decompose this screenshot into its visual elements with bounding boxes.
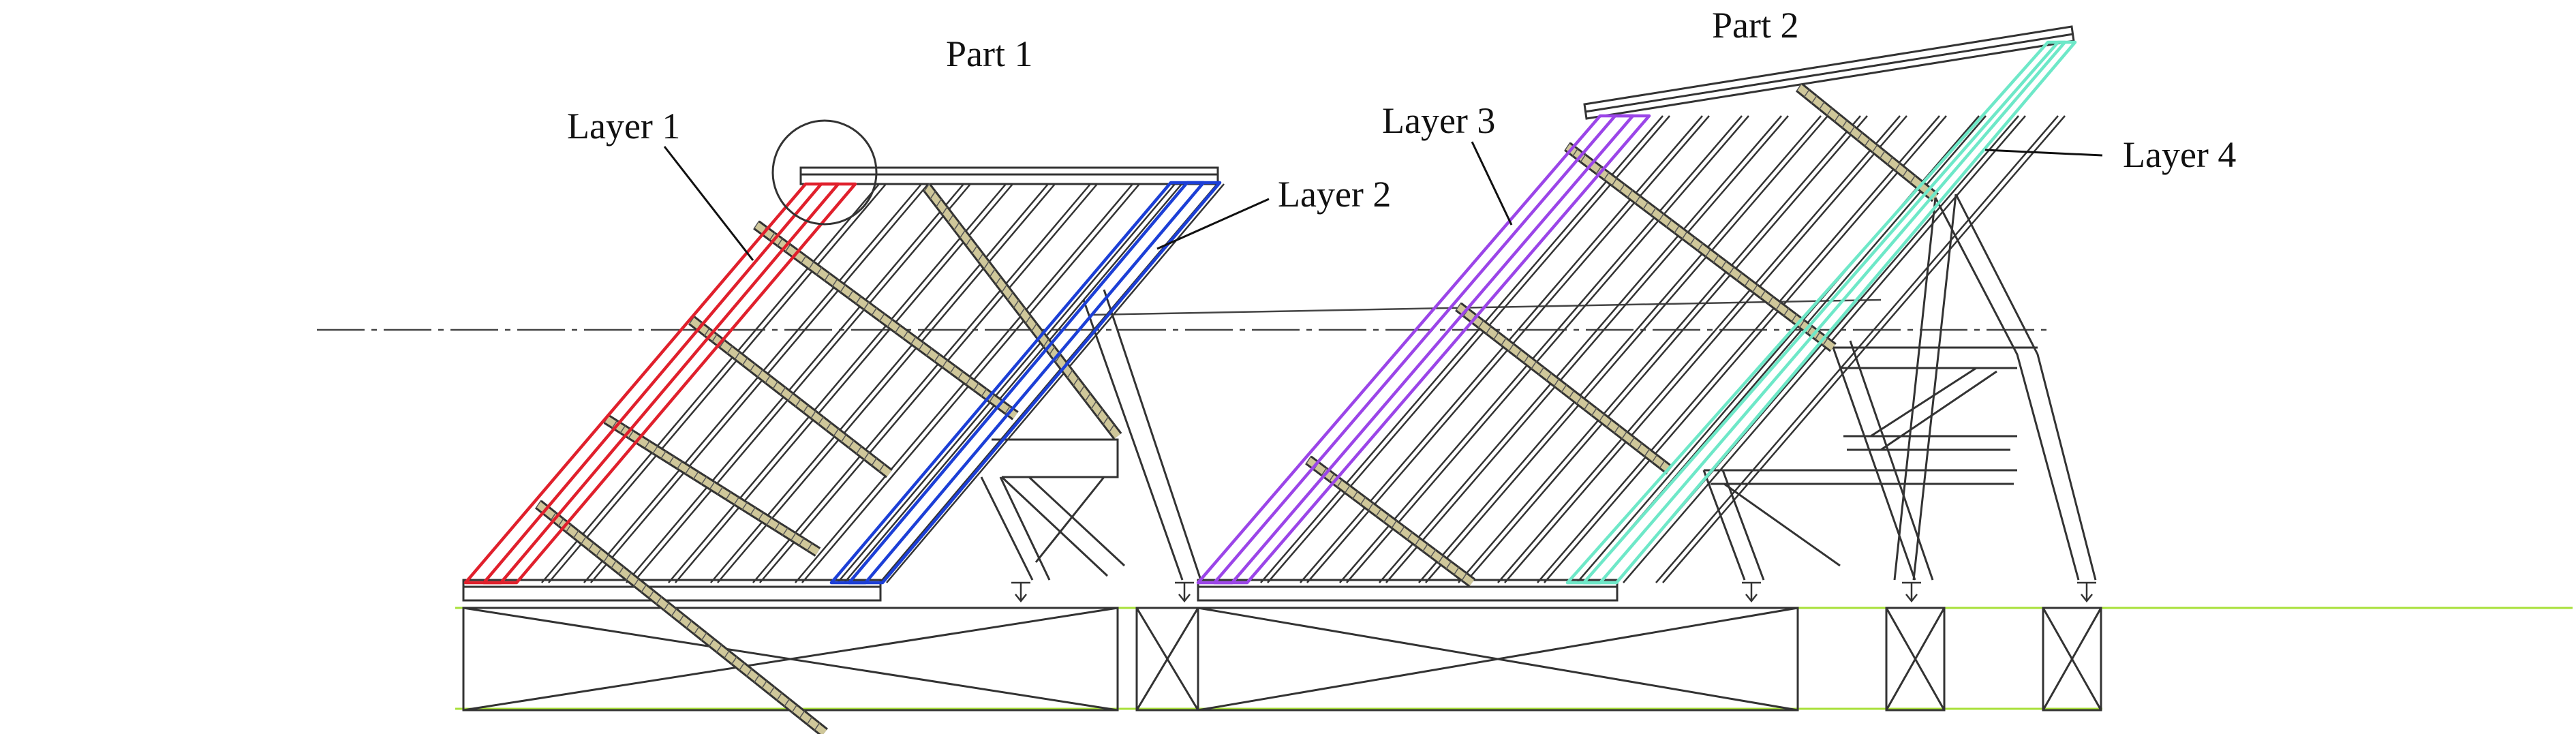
web-member <box>1260 115 1663 583</box>
part-1-label: Part 1 <box>946 33 1033 74</box>
web-member <box>1425 115 1828 583</box>
web-member <box>583 183 922 583</box>
layer-outlines <box>463 40 2077 585</box>
web-member <box>675 183 1013 583</box>
web-member <box>668 183 1007 583</box>
anchor-mark <box>1015 594 1027 603</box>
web-member <box>632 183 971 583</box>
base-plates <box>462 579 1619 602</box>
foundation-block-4 <box>1885 607 1946 712</box>
web-members <box>541 115 2066 583</box>
part-2-label: Part 2 <box>1712 5 1799 46</box>
web-member <box>1623 115 2026 583</box>
web-member <box>1465 115 1868 583</box>
web-member <box>1497 115 1901 583</box>
web-member <box>1655 115 2059 583</box>
anchor-mark <box>1178 594 1191 603</box>
strut <box>535 500 828 734</box>
leader-lines <box>663 141 2103 261</box>
web-member <box>886 183 1225 583</box>
web-member <box>1346 115 1749 583</box>
strut <box>1455 302 1673 475</box>
web-member <box>1504 115 1907 583</box>
top-beams <box>799 25 2075 185</box>
strut <box>688 316 893 478</box>
struts <box>535 82 1939 734</box>
layer-1-label: Layer 1 <box>567 106 681 147</box>
web-member <box>1662 115 2066 583</box>
strut <box>1305 455 1475 587</box>
web-member <box>1537 115 1940 583</box>
strut <box>603 414 821 557</box>
web-member <box>541 183 880 583</box>
anchor-marks <box>1011 581 2096 603</box>
web-member <box>752 183 1091 583</box>
strut <box>1795 82 1939 202</box>
foundation-blocks <box>462 607 2102 712</box>
support-frames-part2 <box>1702 194 2097 581</box>
web-member <box>1339 115 1743 583</box>
layer-4-outline <box>1565 40 2077 585</box>
web-member <box>1458 115 1861 583</box>
layer-3-label: Layer 3 <box>1382 100 1496 141</box>
web-member <box>626 183 964 583</box>
anchor-mark <box>1905 594 1918 603</box>
web-member <box>548 183 887 583</box>
anchor-mark <box>2081 594 2093 603</box>
foundation-block-3 <box>1197 607 1799 712</box>
layer-3-outline <box>1196 114 1651 585</box>
web-member <box>1418 115 1822 583</box>
web-member <box>1544 115 1947 583</box>
web-member <box>759 183 1098 583</box>
layer-2-label: Layer 2 <box>1278 174 1392 215</box>
layer-2-outline <box>829 181 1222 585</box>
web-member <box>590 183 929 583</box>
foundation-block-5 <box>2042 607 2102 712</box>
detail-circle <box>771 119 878 226</box>
web-member <box>1385 115 1789 583</box>
web-member <box>844 183 1182 583</box>
support-frames-part1 <box>980 289 1202 581</box>
web-member <box>1379 115 1782 583</box>
layer-1-outline <box>463 182 857 585</box>
web-member <box>1267 115 1670 583</box>
web-member <box>717 183 1056 583</box>
layer-4-label: Layer 4 <box>2123 134 2237 175</box>
web-member <box>837 183 1176 583</box>
anchor-mark <box>1745 594 1758 603</box>
